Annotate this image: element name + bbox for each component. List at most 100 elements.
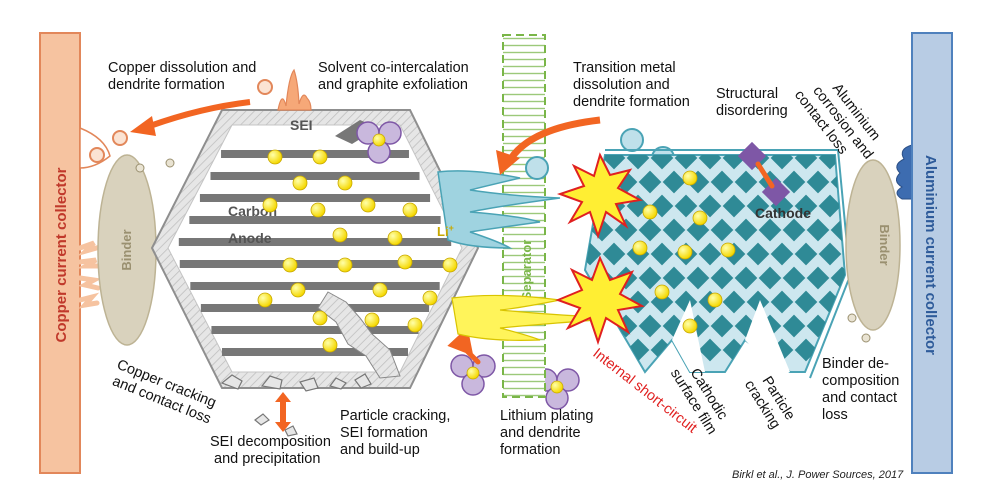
- lithium-particle: [262, 197, 278, 213]
- graphite-layer: [189, 216, 441, 224]
- binder-particle-2: [135, 163, 145, 173]
- lithium-particle: [442, 257, 458, 273]
- graphite-layer: [178, 238, 452, 246]
- lithium-particle: [707, 292, 723, 308]
- label-particle-cracking-cathode: Particlecracking: [741, 369, 798, 433]
- cathode-lattice-site: [710, 314, 734, 338]
- lithium-particle: [337, 175, 353, 191]
- particle-cracking-arrow: [447, 327, 481, 365]
- graphite-layer: [179, 260, 451, 268]
- tm-ion-1: [525, 156, 549, 180]
- lithium-particle: [692, 210, 708, 226]
- cathode-lattice-site: [686, 266, 710, 290]
- lithium-particle: [397, 254, 413, 270]
- binder-particle-4: [847, 313, 857, 323]
- binder-right: [845, 159, 901, 331]
- lithium-particle: [387, 230, 403, 246]
- graphite-layer: [200, 304, 430, 312]
- lithium-particle: [677, 244, 693, 260]
- lithium-particle: [632, 240, 648, 256]
- cathode-lattice-site: [782, 314, 806, 338]
- cathode-lattice-site: [806, 266, 830, 290]
- separator-label: Separator: [519, 240, 534, 301]
- lithium-particle: [312, 310, 328, 326]
- lithium-particle: [364, 312, 380, 328]
- solvent-molecule-top: [356, 121, 402, 164]
- copper-ion-1: [257, 79, 273, 95]
- lithium-particle: [422, 290, 438, 306]
- tm-ion-2: [620, 128, 644, 152]
- binder-particle-1: [165, 158, 175, 168]
- binder-right-label: Binder: [877, 224, 892, 265]
- copper-dissolution-arrow: [148, 99, 251, 129]
- graphite-layer: [210, 172, 420, 180]
- aluminium-collector-label: Aluminium current collector: [922, 155, 939, 355]
- solvent-molecule-bottom: [450, 354, 496, 396]
- cathode-lattice-site: [794, 338, 818, 362]
- lithium-particle: [642, 204, 658, 220]
- cathode-lattice-site: [794, 290, 818, 314]
- lithium-particle: [337, 257, 353, 273]
- cathode-surface-film: [605, 149, 852, 379]
- lithium-particle: [267, 149, 283, 165]
- lithium-particle: [290, 282, 306, 298]
- copper-ion-2: [112, 130, 128, 146]
- lithium-particle: [372, 282, 388, 298]
- label-cathodic-surface-film: Cathodicsurface film: [667, 357, 734, 437]
- lithium-particle: [682, 170, 698, 186]
- aluminium-corrosion: [896, 144, 915, 200]
- binder-particle-5: [861, 333, 871, 343]
- short-circuit-spark-top: [556, 152, 644, 240]
- cathode-lattice-site: [698, 338, 722, 362]
- graphite-layer: [211, 326, 419, 334]
- lithium-particle: [402, 202, 418, 218]
- disordering-arrow: [755, 161, 775, 189]
- sei-debris: [220, 373, 372, 437]
- lithium-particle: [322, 337, 338, 353]
- copper-collector: [39, 32, 81, 474]
- anode-lithium-particles: [257, 149, 458, 353]
- copper-collector-label: Copper current collector: [53, 167, 70, 342]
- cathode-label: Cathode: [755, 205, 811, 221]
- cathode-lattice-site: [782, 266, 806, 290]
- copper-dissolution-arrowhead: [130, 116, 156, 136]
- label-copper-cracking: Copper crackingand contact loss: [108, 357, 219, 428]
- cathode-lattice-site: [758, 266, 782, 290]
- graphite-layer: [222, 348, 408, 356]
- anode-crack: [317, 291, 401, 379]
- lithium-particle: [332, 227, 348, 243]
- lithium-particle: [720, 242, 736, 258]
- lithium-particle: [312, 149, 328, 165]
- binder-left-label: Binder: [119, 229, 134, 270]
- transition-metal-arrow: [507, 116, 601, 162]
- lithium-particle: [654, 284, 670, 300]
- cathode-lithium-particles: [607, 170, 736, 334]
- lithium-particle: [282, 257, 298, 273]
- cathode-lattice-site: [674, 290, 698, 314]
- sei-label: SEI: [290, 117, 313, 133]
- citation: Birkl et al., J. Power Sources, 2017: [732, 469, 904, 481]
- anode-label-anode: Anode: [228, 230, 272, 246]
- lithium-particle: [257, 292, 273, 308]
- copper-dendrite: [277, 68, 312, 111]
- copper-ion-3: [89, 147, 105, 163]
- cathode-lattice-site: [734, 266, 758, 290]
- li-ion-label: Li+: [437, 223, 454, 239]
- transition-metal-arrowhead: [496, 150, 520, 175]
- cathode-lattice-site: [710, 266, 734, 290]
- aluminium-collector: [911, 32, 953, 474]
- lithium-dendrite-blue: [437, 170, 561, 249]
- cathode-crack-1: [672, 300, 705, 372]
- lithium-particle: [310, 202, 326, 218]
- cathode-lattice-site: [770, 290, 794, 314]
- copper-crack-marks: [76, 240, 103, 309]
